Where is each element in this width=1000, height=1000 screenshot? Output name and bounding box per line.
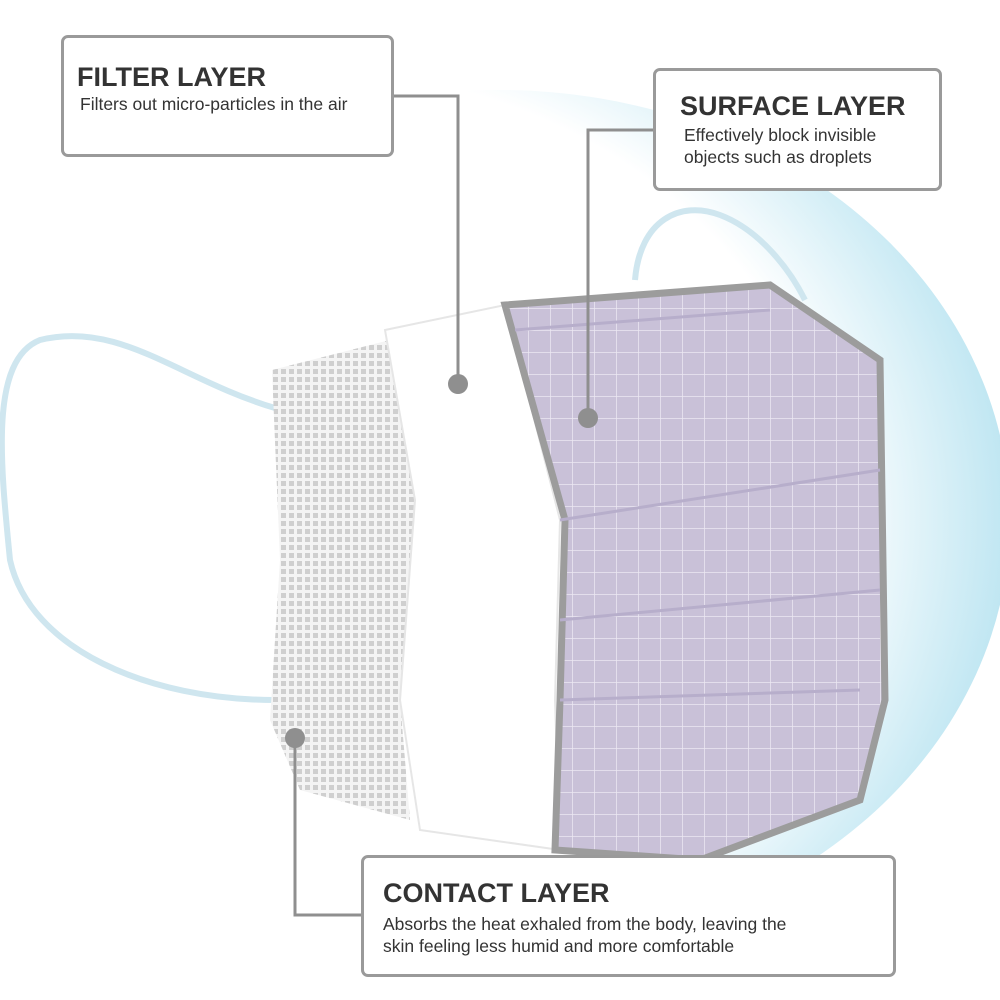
filter-layer-title: FILTER LAYER bbox=[77, 62, 267, 92]
filter-layer-callout: FILTER LAYER Filters out micro-particles… bbox=[61, 35, 394, 157]
ear-loop-left bbox=[0, 333, 276, 703]
contact-connector bbox=[293, 738, 361, 917]
mask-pleat-lines bbox=[514, 308, 881, 702]
surface-layer-description-1: Effectively block invisible bbox=[684, 125, 877, 145]
surface-connector bbox=[586, 128, 653, 418]
filter-dot bbox=[448, 374, 468, 394]
surface-layer-description-2: objects such as droplets bbox=[684, 147, 872, 167]
contact-layer-title: CONTACT LAYER bbox=[383, 878, 610, 908]
ear-loop-right bbox=[632, 207, 808, 302]
surface-layer-callout: SURFACE LAYER Effectively block invisibl… bbox=[653, 68, 942, 191]
filter-layer-description: Filters out micro-particles in the air bbox=[80, 94, 348, 114]
contact-dot bbox=[285, 728, 305, 748]
contact-layer-mesh bbox=[270, 340, 415, 820]
surface-dot bbox=[578, 408, 598, 428]
surface-layer-purple bbox=[500, 281, 889, 864]
filter-connector bbox=[393, 94, 460, 384]
contact-layer-callout: CONTACT LAYER Absorbs the heat exhaled f… bbox=[361, 855, 896, 977]
contact-layer-description-2: skin feeling less humid and more comfort… bbox=[383, 936, 735, 956]
surface-layer-title: SURFACE LAYER bbox=[680, 91, 906, 121]
contact-layer-description-1: Absorbs the heat exhaled from the body, … bbox=[383, 914, 787, 934]
